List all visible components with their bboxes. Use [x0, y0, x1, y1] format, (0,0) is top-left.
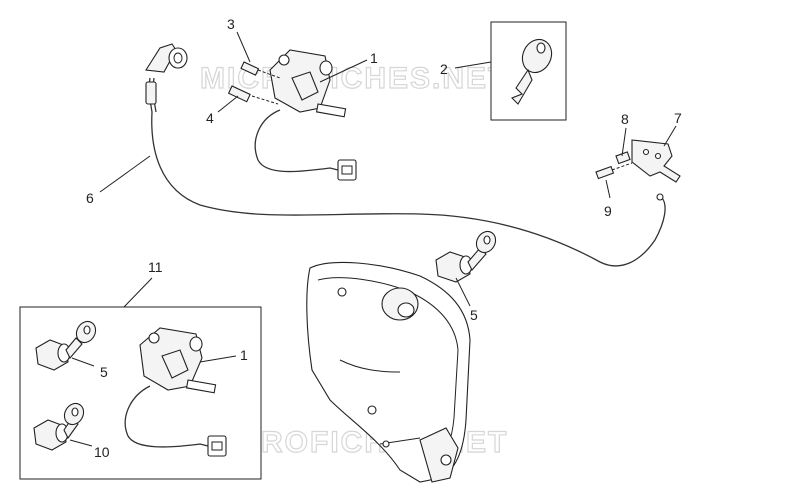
- callout-2: 2: [440, 61, 448, 77]
- cable-end-fitting: [145, 43, 177, 73]
- callout-7: 7: [674, 110, 682, 126]
- callout-6: 6: [86, 190, 94, 206]
- screw-9: [595, 162, 633, 180]
- latch-actuator-top: [254, 49, 357, 181]
- latch-actuator-inset: [124, 327, 227, 457]
- lock-cylinder-5-inset: [35, 320, 97, 371]
- callout-1-inset: 1: [240, 347, 248, 363]
- callout-1-top: 1: [370, 50, 378, 66]
- callout-10: 10: [94, 444, 110, 460]
- lock-cylinder-5-mid: [435, 230, 497, 283]
- callout-4: 4: [206, 110, 214, 126]
- cable-sleeve: [145, 81, 157, 105]
- bracket-7: [631, 139, 681, 183]
- callout-8: 8: [621, 111, 629, 127]
- lock-cylinder-10-inset: [33, 402, 85, 451]
- cable-assembly-6: [145, 43, 666, 267]
- callout-11: 11: [148, 259, 163, 275]
- glove-box-panel: [306, 261, 471, 483]
- leader-lines: [69, 31, 677, 447]
- cable-hook: [656, 193, 664, 201]
- bolt-3: [240, 61, 281, 79]
- callout-9: 9: [604, 203, 612, 219]
- screw-4: [227, 85, 279, 105]
- cable-end-cap: [168, 47, 188, 69]
- callout-5-inset: 5: [100, 364, 108, 380]
- key-box-2: [490, 21, 567, 121]
- spring-8: [615, 151, 631, 165]
- callout-5-mid: 5: [470, 307, 478, 323]
- callout-3: 3: [227, 16, 235, 32]
